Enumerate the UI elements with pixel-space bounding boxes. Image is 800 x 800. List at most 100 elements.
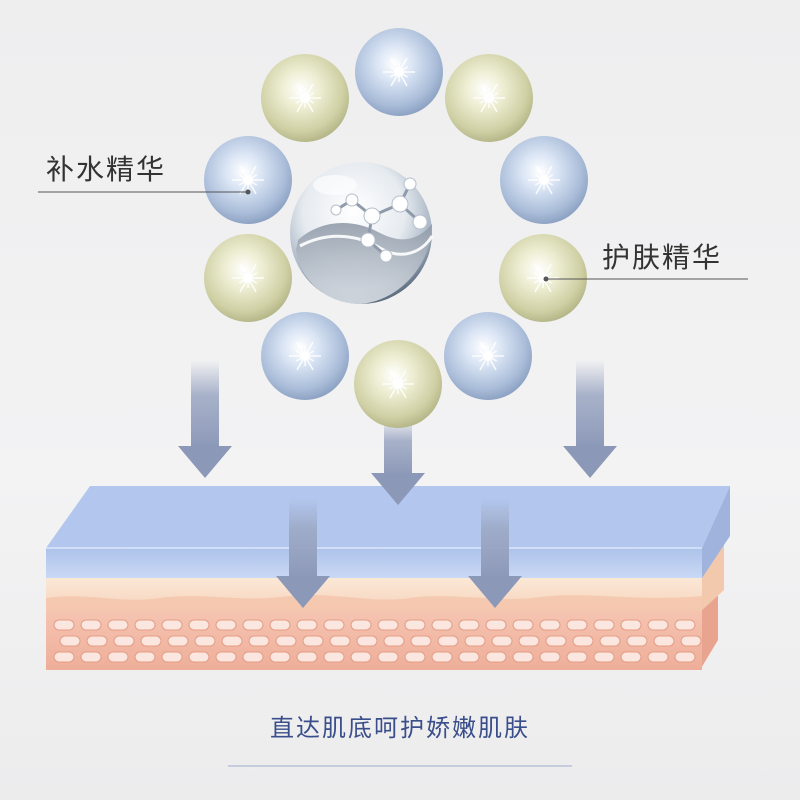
water-wave	[296, 222, 432, 304]
arrow	[563, 360, 617, 478]
gold-pearl	[261, 54, 349, 142]
skin-cell	[80, 619, 102, 631]
skin-cell	[404, 651, 426, 663]
skin-cell	[410, 635, 432, 647]
arrow	[276, 498, 330, 608]
blue-pearl	[261, 312, 349, 400]
arrow	[468, 498, 522, 608]
skin-cell	[437, 635, 459, 647]
skin-cell	[269, 651, 291, 663]
skin-cell	[383, 635, 405, 647]
skin-cell	[161, 619, 183, 631]
skin-cell	[458, 619, 480, 631]
skin-cell	[539, 651, 561, 663]
skin-cell	[356, 635, 378, 647]
skin-cell	[647, 619, 669, 631]
skin-cell	[566, 619, 588, 631]
label-leaders	[38, 189, 748, 282]
skin-cell	[458, 651, 480, 663]
skin-cell	[377, 619, 399, 631]
skin-cell	[323, 651, 345, 663]
skin-cell	[599, 635, 621, 647]
cell-pattern	[53, 619, 702, 663]
skin-cell	[107, 619, 129, 631]
skin-cell	[464, 635, 486, 647]
skin-cell	[296, 651, 318, 663]
blue-pearl	[355, 28, 443, 116]
skin-cell	[431, 619, 453, 631]
essence-pearls	[204, 28, 588, 428]
skin-cell	[485, 651, 507, 663]
skin-cell	[653, 635, 675, 647]
skin-cell	[329, 635, 351, 647]
skin-cell	[140, 635, 162, 647]
skin-cell	[350, 651, 372, 663]
skin-cell	[215, 651, 237, 663]
skin-cell	[404, 619, 426, 631]
skin-cell	[593, 619, 615, 631]
skin-cell	[512, 619, 534, 631]
skin-cell	[53, 619, 75, 631]
skin-cell	[626, 635, 648, 647]
skin-cell	[620, 651, 642, 663]
top-layer-front	[46, 548, 702, 578]
molecule-sphere	[290, 162, 434, 304]
skin-cell	[512, 651, 534, 663]
gold-pearl	[204, 234, 292, 322]
skin-cell	[107, 651, 129, 663]
skin-cell	[377, 651, 399, 663]
skin-cell	[680, 635, 702, 647]
gold-pearl	[354, 340, 442, 428]
skin-cell	[545, 635, 567, 647]
arrow	[178, 360, 232, 478]
skin-cell	[350, 619, 372, 631]
cell-layer-side	[700, 580, 718, 670]
gold-pearl	[445, 54, 533, 142]
skin-cell	[248, 635, 270, 647]
skin-cell	[161, 651, 183, 663]
skin-cell	[674, 651, 696, 663]
skin-layers	[46, 486, 730, 670]
penetration-arrows	[178, 360, 617, 608]
skin-cell	[59, 635, 81, 647]
top-layer-side	[702, 486, 730, 578]
tagline: 直达肌底呵护娇嫩肌肤	[270, 714, 530, 742]
skin-cell	[518, 635, 540, 647]
mid-layer-wave	[46, 594, 702, 612]
skin-cell	[296, 619, 318, 631]
skin-cell	[491, 635, 513, 647]
skin-cell	[674, 619, 696, 631]
blue-pearl	[500, 136, 588, 224]
skin-cell	[167, 635, 189, 647]
skin-cell	[620, 619, 642, 631]
skin-cell	[80, 651, 102, 663]
skin-cell	[275, 635, 297, 647]
skin-cell	[485, 619, 507, 631]
skin-cell	[221, 635, 243, 647]
skin-cell	[134, 619, 156, 631]
skincare-essence-label: 护肤精华	[602, 241, 723, 274]
skin-cell	[431, 651, 453, 663]
skin-cell	[86, 635, 108, 647]
skin-cell	[242, 619, 264, 631]
skin-cell	[647, 651, 669, 663]
blue-pearl	[204, 136, 292, 224]
skin-cell	[269, 619, 291, 631]
top-layer-top-face	[46, 486, 730, 548]
skin-cell	[134, 651, 156, 663]
skin-cell	[215, 619, 237, 631]
hydrating-essence-label: 补水精华	[46, 153, 167, 186]
skin-cell	[539, 619, 561, 631]
mid-layer-side	[700, 542, 724, 612]
skin-cell	[113, 635, 135, 647]
blue-pearl	[444, 312, 532, 400]
skin-cell	[593, 651, 615, 663]
skin-cell	[323, 619, 345, 631]
skin-cell	[566, 651, 588, 663]
skin-cell	[53, 651, 75, 663]
skin-cell	[572, 635, 594, 647]
skin-cell	[302, 635, 324, 647]
gold-pearl	[499, 234, 587, 322]
skin-cell	[242, 651, 264, 663]
